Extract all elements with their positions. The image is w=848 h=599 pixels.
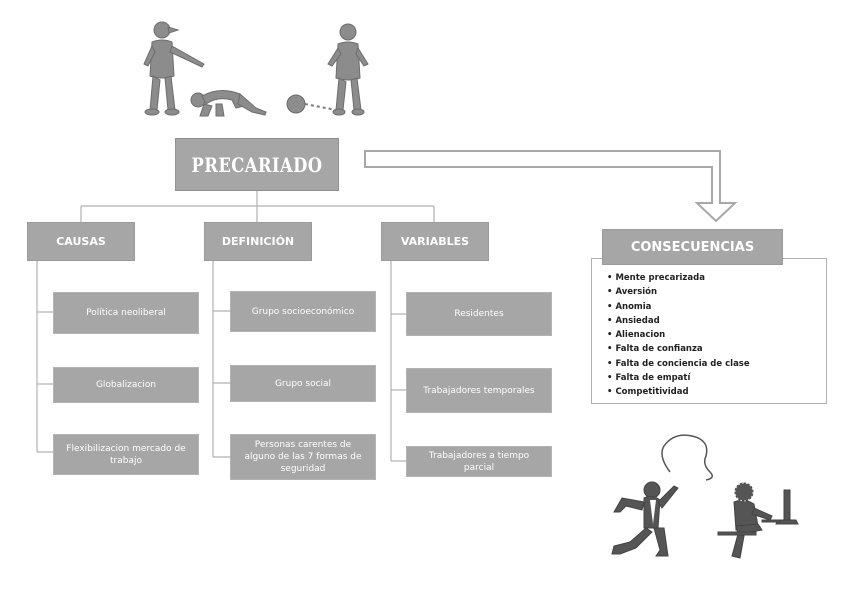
prisoner-ball-chain-icon xyxy=(286,23,369,116)
consecuencia-item: Aversión xyxy=(607,285,750,299)
definicion-item: Personas carentes de alguno de las 7 for… xyxy=(230,434,376,480)
worker-at-computer-icon xyxy=(717,482,799,559)
definicion-item: Grupo social xyxy=(230,365,376,402)
consecuencia-item: Falta de empatí xyxy=(607,371,750,385)
consecuencia-item: Anomia xyxy=(607,300,750,314)
consecuencia-item: Falta de conciencia de clase xyxy=(607,357,749,371)
consecuencia-item: Competitividad xyxy=(607,385,750,399)
variables-item: Residentes xyxy=(406,292,552,336)
consecuencia-item: Falta de confianza xyxy=(607,342,750,356)
definicion-item: Grupo socioeconómico xyxy=(230,291,376,332)
arrow-to-consecuencias xyxy=(364,150,738,223)
definicion-header: DEFINICIÓN xyxy=(204,222,312,261)
stressed-man-thought-icon xyxy=(611,434,713,557)
causas-header: CAUSAS xyxy=(27,222,135,261)
consecuencias-list: Mente precarizada Aversión Anomia Ansied… xyxy=(607,271,750,400)
causas-item: Globalizacion xyxy=(53,367,199,403)
causas-item: Flexibilizacion mercado de trabajo xyxy=(53,434,199,475)
man-pointing-icon xyxy=(143,21,205,116)
consecuencia-item: Mente precarizada xyxy=(607,271,750,285)
causas-item: Política neoliberal xyxy=(53,292,199,334)
consecuencias-header: CONSECUENCIAS xyxy=(602,229,783,265)
main-title: PRECARIADO xyxy=(175,138,339,191)
consecuencia-item: Alienacion xyxy=(607,328,750,342)
variables-item: Trabajadores a tiempo parcial xyxy=(406,446,552,477)
variables-item: Trabajadores temporales xyxy=(406,368,552,413)
consecuencia-item: Ansiedad xyxy=(607,314,750,328)
variables-header: VARIABLES xyxy=(381,222,489,261)
kneeling-person-icon xyxy=(190,90,267,117)
